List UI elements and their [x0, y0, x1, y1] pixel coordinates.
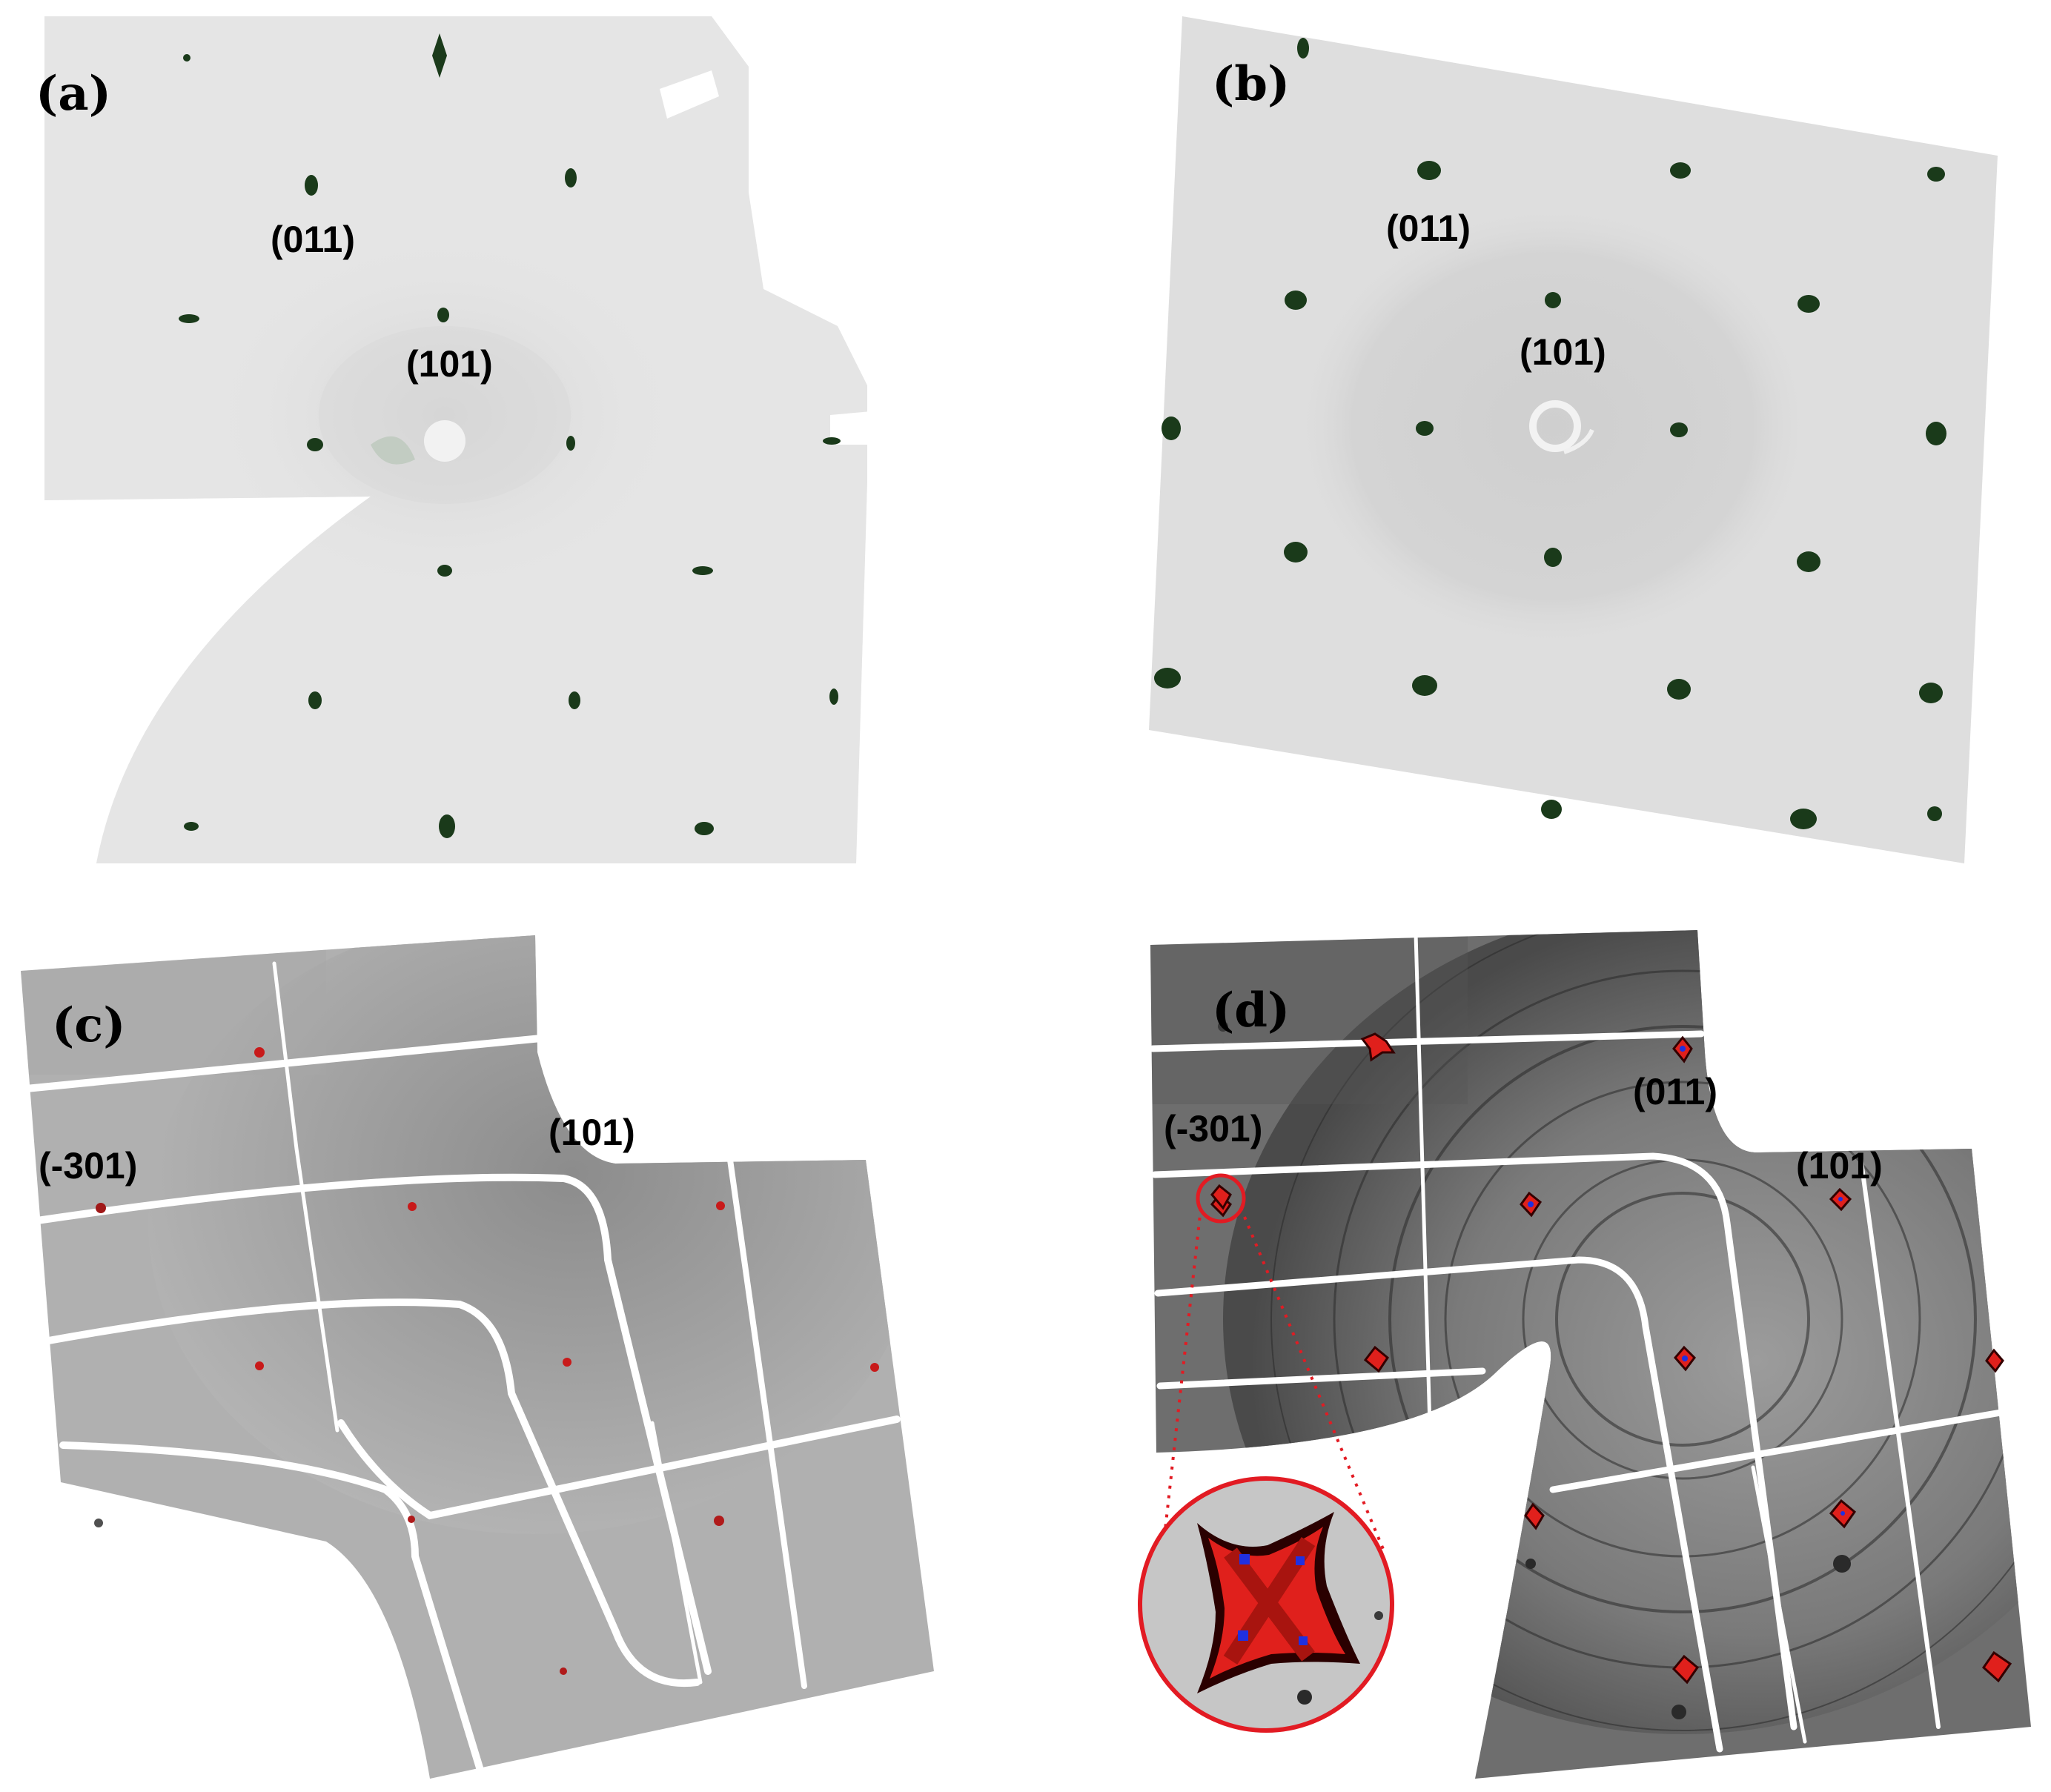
diffraction-spot [829, 688, 838, 705]
panel-a-spots [179, 33, 841, 838]
diffraction-spot [1672, 1035, 1693, 1063]
panel-letter-a: (a) [36, 66, 111, 122]
hkl-label-011: (011) [1633, 1071, 1717, 1112]
hkl-label-m301: (-301) [39, 1145, 137, 1187]
diffraction-spot [1154, 668, 1181, 688]
panel-b: (b) (011) (101) [1149, 16, 1998, 863]
diffraction-spot [1360, 1032, 1396, 1062]
diffraction-spot [1833, 1555, 1851, 1573]
panel-letter-b: (b) [1212, 56, 1290, 112]
diffraction-spot [1363, 1345, 1390, 1373]
panel-letter-d: (d) [1212, 983, 1290, 1038]
diffraction-spot [179, 314, 199, 323]
diffraction-spot [1297, 38, 1309, 59]
diffraction-spot [1926, 422, 1946, 445]
diffraction-spot [1417, 161, 1441, 180]
diffraction-spot [560, 1667, 567, 1675]
diffraction-spot [563, 1358, 571, 1367]
diffraction-spot [437, 565, 452, 577]
diffraction-spot [1985, 1348, 2004, 1373]
selection-ring [1196, 1173, 1246, 1224]
diffraction-spot [305, 175, 318, 196]
diffraction-spot [1829, 1187, 1852, 1212]
diffraction-spot [1927, 167, 1945, 182]
diffraction-spot [1284, 542, 1308, 563]
diffraction-spot [714, 1516, 724, 1526]
magnifier-inset [1138, 1476, 1394, 1733]
diffraction-spot [1416, 421, 1434, 436]
hkl-label-101: (101) [1796, 1145, 1883, 1187]
diffraction-spot [566, 436, 575, 451]
diffraction-spot [569, 691, 580, 709]
panel-d: (d) (-301) (011) (101) [1138, 930, 2031, 1779]
diffraction-spot [1829, 1499, 1857, 1529]
diffraction-spot [1520, 1191, 1543, 1218]
hkl-label-011: (011) [1386, 208, 1471, 249]
diffraction-spot [96, 1203, 106, 1213]
zoom-guide-lines [1161, 1207, 1386, 1557]
diffraction-spot [1670, 422, 1688, 437]
panel-a: (a) (011) (101) [36, 16, 867, 863]
diffraction-spot [1162, 417, 1181, 440]
diffraction-spot [716, 1201, 725, 1210]
diffraction-spot [1412, 675, 1437, 696]
diffraction-spot [823, 437, 841, 445]
diffraction-spot [432, 33, 447, 78]
diffraction-spot [1790, 809, 1817, 829]
diffraction-spot [1982, 1650, 2012, 1683]
diffraction-spot [1671, 1705, 1686, 1719]
diffraction-spot [1544, 548, 1562, 567]
diffraction-spot [1927, 806, 1942, 821]
panel-d-gaps [1149, 932, 2009, 1753]
panel-d-spots [1210, 1021, 2012, 1719]
diffraction-spot [1285, 291, 1307, 310]
diffraction-spot [1667, 679, 1691, 700]
diffraction-spot [255, 1361, 264, 1370]
diffraction-spot [94, 1519, 103, 1527]
diffraction-spot [408, 1202, 417, 1211]
diffraction-spot [307, 438, 323, 451]
diffraction-spot [1670, 162, 1691, 179]
diffraction-spot [565, 168, 577, 188]
diffraction-spot [1545, 292, 1561, 308]
diffraction-spot [439, 814, 455, 838]
panel-b-spots [1154, 38, 1946, 829]
magnifier-ring [1138, 1476, 1394, 1733]
hkl-label-011: (011) [271, 219, 355, 260]
diffraction-spot [408, 1516, 415, 1523]
panel-c-spots [94, 1047, 879, 1675]
diffraction-spot [1541, 800, 1562, 819]
diffraction-spot [692, 566, 713, 575]
diffraction-spot [1797, 551, 1820, 572]
diffraction-spot [308, 691, 322, 709]
diffraction-spot [1525, 1559, 1536, 1569]
panel-c: (c) (-301) (101) [15, 935, 934, 1779]
diffraction-spot [1524, 1502, 1545, 1530]
hkl-label-101: (101) [1520, 331, 1606, 373]
diffraction-spot [437, 308, 449, 322]
diffraction-spot [254, 1047, 265, 1058]
diffraction-spot [1919, 683, 1943, 703]
diffraction-spot [183, 54, 190, 62]
diffraction-spot [184, 822, 199, 831]
diffraction-spot [695, 822, 714, 835]
diffraction-spot [1674, 1345, 1696, 1372]
hkl-label-m301: (-301) [1164, 1108, 1262, 1149]
panel-letter-c: (c) [52, 998, 126, 1053]
diffraction-spot [1797, 295, 1820, 313]
hkl-label-101: (101) [549, 1112, 635, 1153]
hkl-label-101: (101) [406, 343, 493, 385]
panel-c-gaps [15, 961, 901, 1779]
diffraction-spot [1671, 1654, 1700, 1685]
diffraction-spot [870, 1363, 879, 1372]
selected-spot [1196, 1173, 1246, 1224]
diffraction-spot [1218, 1021, 1228, 1032]
